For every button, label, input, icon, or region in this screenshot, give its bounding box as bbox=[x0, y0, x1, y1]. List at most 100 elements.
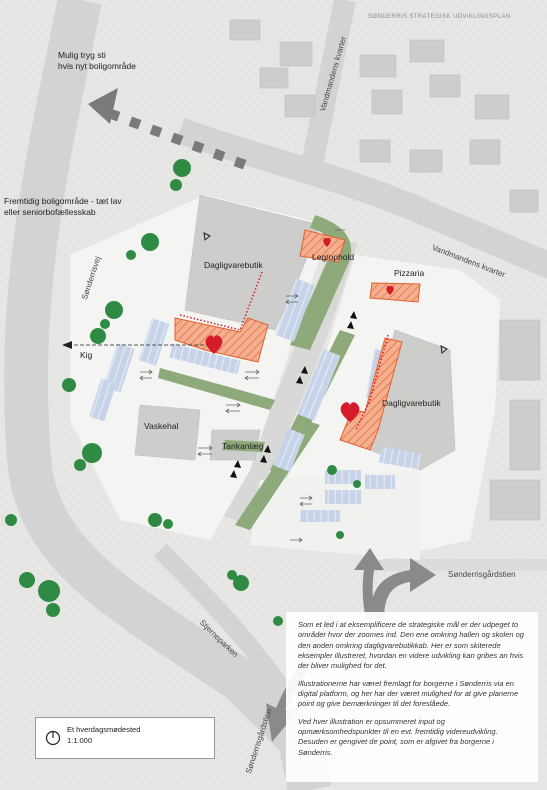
bidirectional-arrow-icon bbox=[225, 402, 241, 414]
zone-pizzeria bbox=[369, 282, 421, 303]
building-laundry bbox=[134, 404, 201, 461]
heart-icon bbox=[323, 237, 331, 247]
hearts bbox=[205, 237, 394, 422]
dotted-path-east bbox=[355, 334, 389, 431]
tree bbox=[273, 616, 283, 626]
tree bbox=[170, 179, 182, 191]
plan-header: SØNDERRIS STRATEGISK UDVIKLINGSPLAN bbox=[368, 14, 511, 20]
tree bbox=[327, 465, 337, 475]
dotted-paths bbox=[179, 271, 389, 431]
building-top bbox=[229, 19, 261, 41]
parking-east-5 bbox=[365, 475, 395, 489]
bidirectional-arrow-icon bbox=[299, 495, 313, 507]
label-grocery-east: Dagligvarebutik bbox=[382, 398, 441, 408]
bidirectional-arrow-icon bbox=[290, 537, 303, 543]
bidirectional-arrow-icon bbox=[285, 293, 299, 305]
green-strip-west bbox=[158, 368, 275, 410]
parking-center-1 bbox=[275, 278, 315, 342]
building-ne-9 bbox=[469, 139, 501, 165]
zone-grocery-east bbox=[339, 337, 403, 451]
bidirectional-arrow-icon bbox=[139, 369, 153, 381]
label-view: Kig bbox=[80, 350, 93, 360]
tree bbox=[227, 570, 237, 580]
tree bbox=[46, 603, 60, 617]
tree bbox=[90, 328, 106, 344]
label-grocery-west: Dagligvarebutik bbox=[204, 260, 263, 270]
building-e-1 bbox=[499, 319, 541, 381]
direction-arrow-icon bbox=[370, 558, 436, 620]
building-e-2 bbox=[509, 399, 541, 471]
tree bbox=[100, 319, 110, 329]
road-sonderrisvej bbox=[4, 0, 332, 790]
building-ne-12 bbox=[509, 189, 539, 213]
road-stjerneparken bbox=[153, 543, 298, 705]
parking-west-1 bbox=[138, 318, 170, 366]
parking-east-6 bbox=[300, 510, 340, 522]
tree bbox=[38, 580, 60, 602]
parking-west-4 bbox=[89, 378, 117, 422]
north-arrow-icons bbox=[203, 232, 448, 354]
building-ne-8 bbox=[474, 94, 510, 120]
label-pizzeria: Pizzaria bbox=[394, 268, 425, 278]
heart-icon bbox=[340, 402, 360, 422]
label-laundry: Vaskehal bbox=[144, 421, 179, 431]
trees bbox=[5, 159, 361, 626]
parking-west-2 bbox=[103, 343, 135, 393]
info-paragraph: Som et led i at eksemplificere de strate… bbox=[298, 620, 524, 671]
road-vandmandens-north-2 bbox=[299, 0, 356, 178]
direction-arrow-icon bbox=[88, 88, 118, 124]
roads bbox=[4, 0, 547, 790]
label-fuel: Tankanlæg bbox=[222, 441, 264, 451]
bidirectional-arrow-icon bbox=[197, 445, 213, 457]
bidirectional-arrow-icon bbox=[244, 369, 260, 381]
housing-path-arrow bbox=[88, 88, 247, 170]
north-arrow-icon bbox=[203, 232, 211, 241]
direction-arrow-icon bbox=[62, 341, 72, 349]
info-box: Som et led i at eksemplificere de strate… bbox=[286, 612, 538, 782]
tree bbox=[5, 514, 17, 526]
building-ne-11 bbox=[359, 139, 391, 163]
building-ne-4 bbox=[359, 54, 397, 78]
parking-center-2 bbox=[297, 349, 341, 421]
scale-legend: Et hverdagsmødested 1:1.000 bbox=[35, 717, 215, 759]
crossing-markers bbox=[230, 311, 357, 478]
building-ne-2 bbox=[259, 67, 289, 89]
info-paragraph: Ved hver illustration er opsummeret inpu… bbox=[298, 716, 498, 757]
tree bbox=[336, 531, 344, 539]
tree bbox=[141, 233, 159, 251]
building-ne-7 bbox=[429, 74, 461, 98]
view-arrow bbox=[62, 341, 210, 349]
tree bbox=[353, 480, 361, 488]
building-ne-5 bbox=[371, 89, 403, 115]
scale-text: Et hverdagsmødested 1:1.000 bbox=[67, 725, 140, 747]
info-paragraph: Illustrationerne har været fremlagt for … bbox=[298, 678, 519, 709]
direction-arrow-icon bbox=[354, 548, 384, 620]
heart-icon bbox=[205, 335, 223, 354]
tree bbox=[148, 513, 162, 527]
north-arrow-icon bbox=[440, 345, 448, 354]
building-ne-1 bbox=[279, 41, 313, 67]
zone-play bbox=[299, 229, 346, 263]
parking-east-4 bbox=[325, 490, 361, 504]
tree bbox=[62, 378, 76, 392]
parking-west-3 bbox=[169, 343, 241, 375]
tree bbox=[74, 459, 86, 471]
label-play-area: Leg/ophold bbox=[312, 252, 355, 262]
clock-icon bbox=[45, 730, 61, 746]
parking-center-3 bbox=[273, 428, 305, 472]
building-e-3 bbox=[489, 479, 541, 521]
street-label-south-east: Sønderrisgårdstien bbox=[448, 570, 516, 579]
tree bbox=[105, 301, 123, 319]
traffic-arrows bbox=[139, 229, 345, 543]
tree bbox=[19, 572, 35, 588]
tree bbox=[126, 250, 136, 260]
tree bbox=[173, 159, 191, 177]
heart-icon bbox=[386, 285, 394, 295]
tree bbox=[163, 519, 173, 529]
building-ne-3 bbox=[284, 94, 316, 118]
building-ne-6 bbox=[409, 39, 445, 63]
